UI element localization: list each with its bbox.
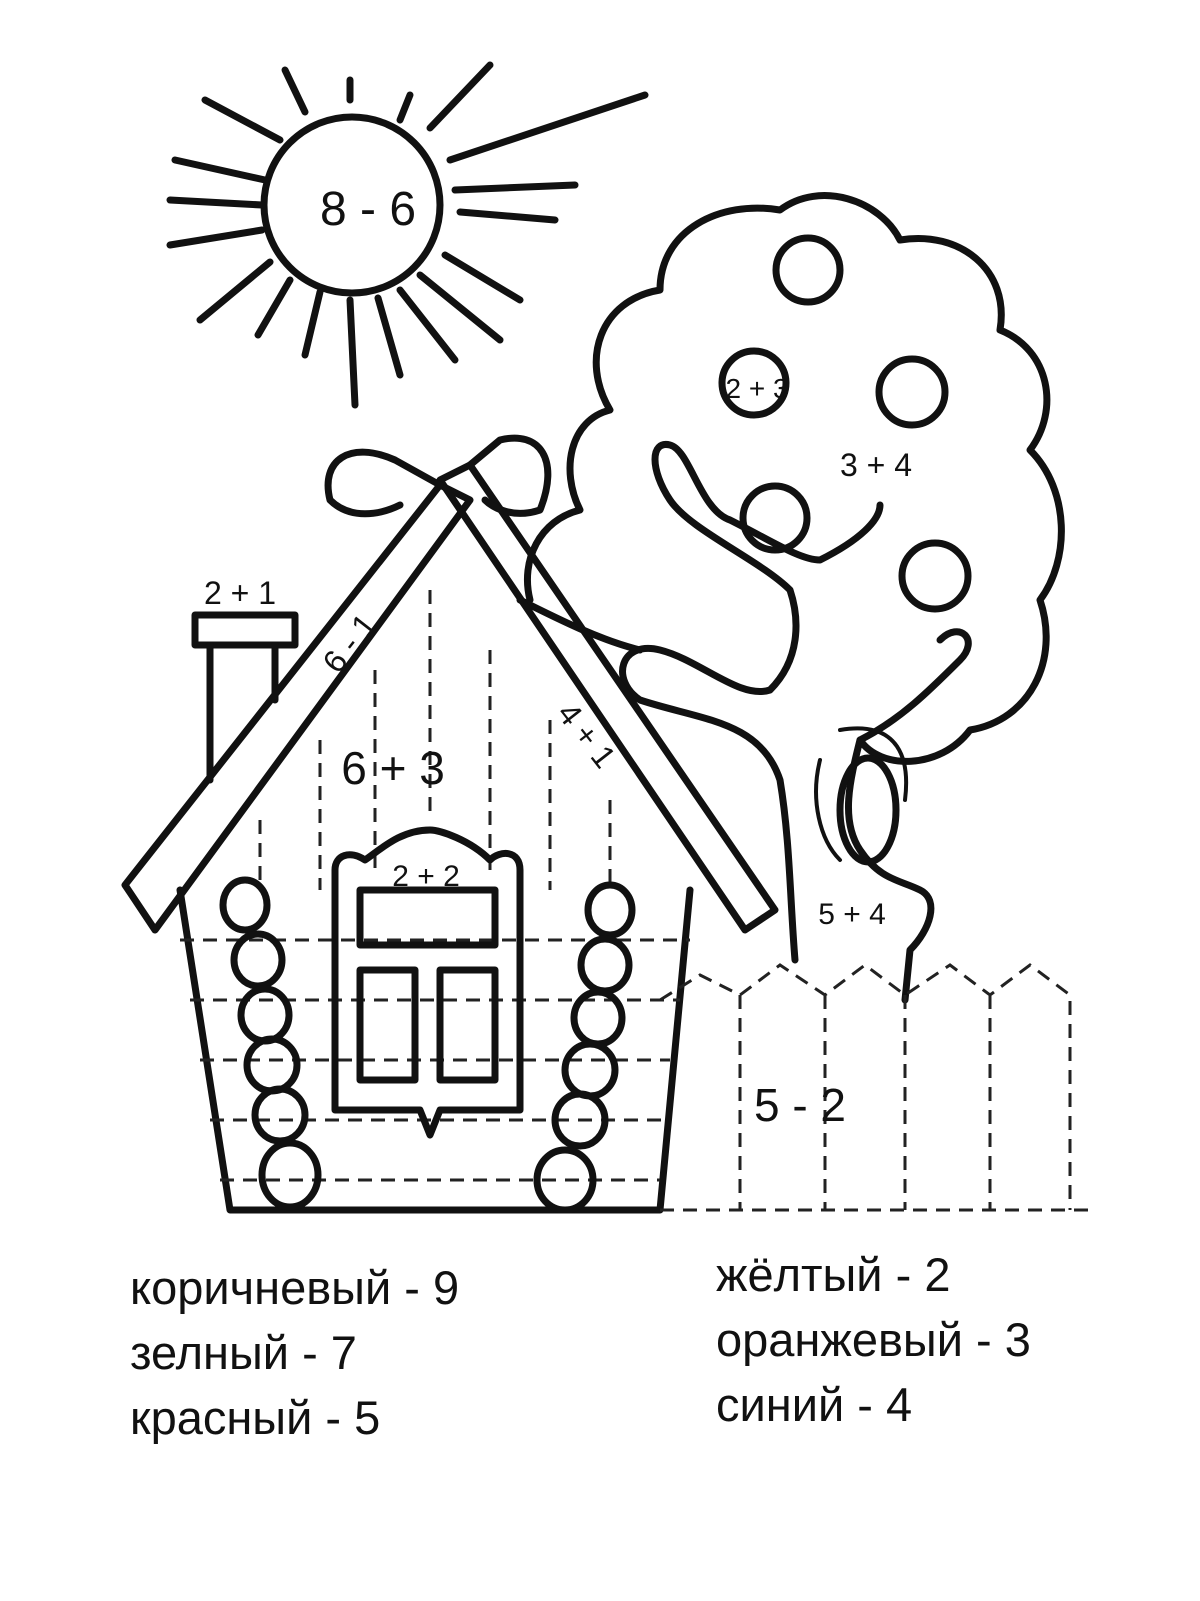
legend-orange: оранжевый - 3	[716, 1313, 1031, 1366]
legend-yellow: жёлтый - 2	[716, 1248, 951, 1301]
legend-brown: коричневый - 9	[130, 1261, 460, 1314]
window-label: 2 + 2	[392, 860, 460, 893]
house-wall-label: 6 + 3	[341, 742, 445, 794]
sun	[166, 61, 649, 409]
trunk-label: 5 + 4	[818, 898, 886, 931]
house	[121, 434, 779, 1214]
legend-blue: синий - 4	[716, 1378, 913, 1431]
apple-label: 2 + 3	[725, 373, 788, 404]
tree	[516, 192, 1065, 1004]
fence-label: 5 - 2	[754, 1079, 846, 1131]
legend-green: зелный - 7	[130, 1326, 357, 1379]
fence	[659, 963, 1090, 1212]
sun-label: 8 - 6	[320, 183, 416, 236]
tree-crown-label: 3 + 4	[840, 447, 912, 483]
chimney-label: 2 + 1	[204, 575, 276, 611]
color-legend-left: коричневый - 9 зелный - 7 красный - 5	[130, 1255, 459, 1450]
legend-red: красный - 5	[130, 1391, 381, 1444]
color-legend-right: жёлтый - 2 оранжевый - 3 синий - 4	[716, 1242, 1031, 1437]
roof-left-label: 6 - 1	[315, 607, 383, 680]
